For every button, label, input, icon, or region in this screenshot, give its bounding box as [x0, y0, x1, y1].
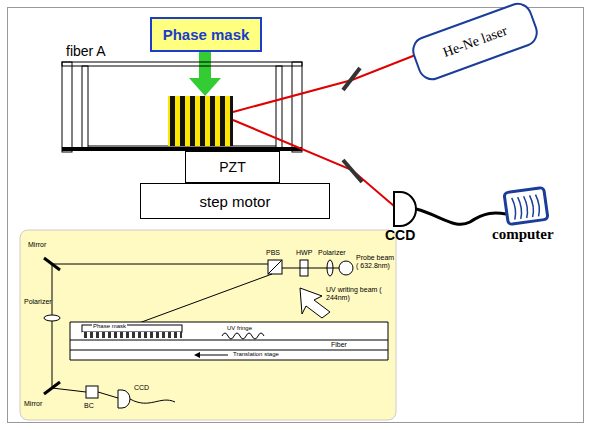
node-text: He-Ne laser: [441, 22, 510, 60]
computer-label: computer: [492, 226, 554, 243]
phase-mask-label: Phase mask: [92, 323, 127, 330]
step-motor-box: step motor: [140, 183, 330, 219]
laser-cylinder: He-Ne laser: [408, 0, 542, 84]
bc-label: BC: [84, 402, 94, 410]
mirror-label: Mirror: [24, 400, 42, 408]
probe-beam-label: Probe beam ( 632.8nm): [356, 254, 396, 269]
translation-stage-label: Translation stage: [232, 351, 280, 358]
pbs-label: PBS: [266, 249, 280, 257]
pzt-box: PZT: [185, 151, 280, 183]
ccd-inset-label: CCD: [134, 384, 149, 392]
mirror-label: Mirror: [28, 241, 46, 249]
polarizer-label: Polarizer: [318, 249, 346, 257]
uv-beam-label: UV writing beam ( 244nm): [326, 286, 394, 301]
node-text: Phase mask: [163, 26, 250, 43]
fiber-label: fiber A: [66, 44, 106, 59]
ccd-label: CCD: [385, 228, 415, 243]
hwp-label: HWP: [296, 249, 312, 257]
fiber-inset-label: Fiber: [330, 341, 348, 349]
polarizer-label: Polarizer: [24, 298, 52, 306]
phase-mask-box: Phase mask: [150, 17, 262, 52]
node-text: step motor: [200, 193, 271, 210]
node-text: PZT: [219, 159, 245, 175]
uv-fringe-label: UV fringe: [226, 325, 253, 332]
